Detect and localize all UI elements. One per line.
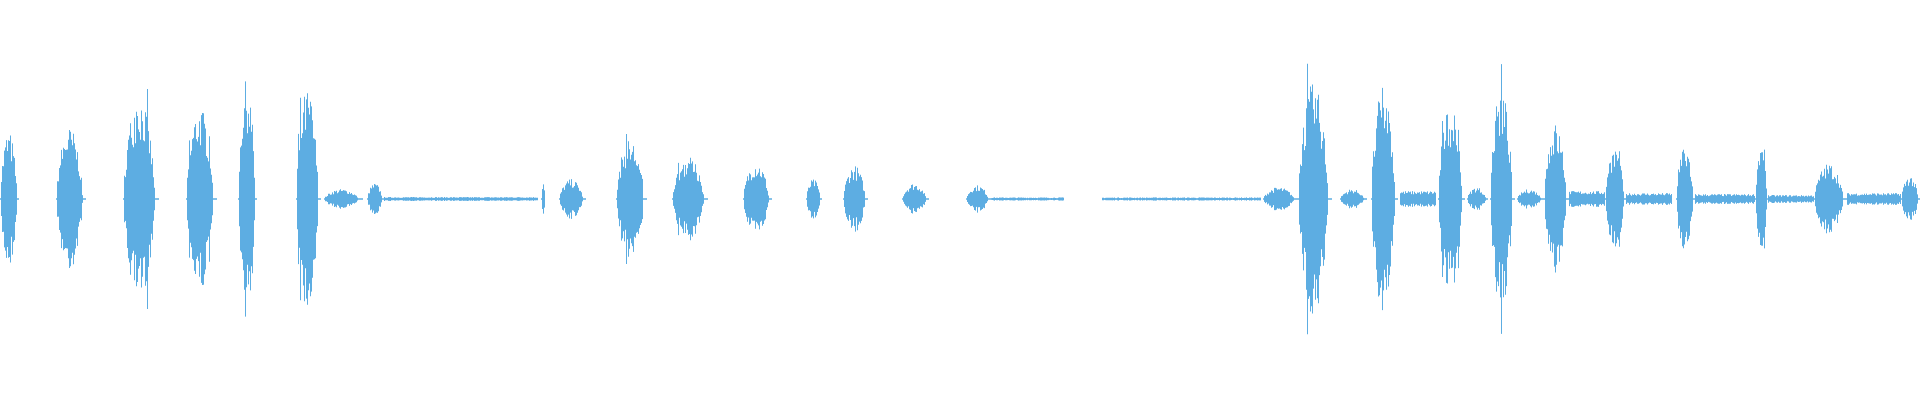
waveform-segment [541, 184, 545, 214]
waveform-bar [1400, 191, 1436, 207]
waveform-segment [616, 134, 647, 264]
waveform-bar [559, 179, 586, 219]
waveform-bar [1626, 193, 1672, 205]
waveform-segment [186, 113, 217, 285]
waveform-segment [296, 93, 321, 305]
waveform-bar [367, 184, 384, 214]
waveform-bar [843, 166, 868, 232]
waveform-segment [1626, 193, 1672, 205]
waveform-bar [1605, 151, 1626, 247]
waveform-segment [1605, 151, 1626, 247]
waveform-bars [0, 63, 1920, 335]
waveform-segment [1340, 189, 1367, 209]
waveform-segment [1569, 191, 1605, 207]
waveform-bar [902, 184, 929, 214]
waveform-segment [966, 185, 991, 213]
waveform-bar [806, 179, 822, 219]
waveform-segment [1490, 64, 1515, 334]
waveform-bar [1569, 191, 1605, 207]
waveform-bar [1490, 64, 1515, 334]
waveform-bar [324, 189, 363, 209]
waveform-bar [123, 89, 159, 309]
waveform-segment [1400, 191, 1436, 207]
waveform-segment [1102, 197, 1261, 201]
waveform-segment [1676, 149, 1695, 249]
waveform-segment [843, 166, 868, 232]
waveform-bar [1263, 187, 1298, 211]
waveform-segment [902, 184, 929, 214]
waveform-segment [1544, 125, 1569, 273]
waveform-bar [1467, 188, 1488, 210]
waveform-segment [672, 157, 708, 241]
waveform-bar [672, 157, 708, 241]
waveform-segment [1847, 193, 1901, 205]
waveform-bar [1298, 63, 1332, 335]
waveform-segment [1263, 187, 1298, 211]
waveform-segment [324, 189, 363, 209]
waveform-bar [1371, 87, 1398, 311]
waveform-bar [1755, 149, 1768, 249]
waveform-bar [296, 93, 321, 305]
waveform-segment [559, 179, 586, 219]
waveform-segment [238, 81, 257, 317]
waveform-bar [966, 185, 991, 213]
waveform-bar [616, 134, 647, 264]
waveform-bar [1438, 114, 1465, 284]
waveform-segment [1901, 178, 1920, 220]
waveform-segment [991, 197, 1064, 201]
waveform-segment [367, 184, 384, 214]
waveform-segment [1695, 194, 1755, 204]
waveform-segment [1438, 114, 1465, 284]
waveform-bar [1814, 164, 1847, 234]
waveform-bar [541, 184, 545, 214]
waveform-bar [1901, 178, 1920, 220]
waveform-segment [743, 168, 772, 230]
waveform-segment [384, 197, 538, 201]
waveform-segment [1517, 189, 1544, 209]
waveform-bar [1340, 189, 1367, 209]
waveform-segment [1768, 195, 1814, 203]
waveform-bar [1517, 189, 1544, 209]
waveform-bar [1676, 149, 1695, 249]
waveform-bar [991, 197, 1064, 201]
waveform-bar [1544, 125, 1569, 273]
waveform-bar [56, 130, 86, 268]
waveform-bar [1768, 195, 1814, 203]
waveform-segment [1371, 87, 1398, 311]
waveform-segment [1814, 164, 1847, 234]
waveform-bar [1695, 194, 1755, 204]
waveform-bar [743, 168, 772, 230]
waveform-segment [56, 130, 86, 268]
waveform-bar [1847, 193, 1901, 205]
waveform-segment [123, 89, 159, 309]
waveform-segment [806, 179, 822, 219]
waveform-segment [1755, 149, 1768, 249]
waveform-bar [1102, 197, 1261, 201]
waveform-segment [1467, 188, 1488, 210]
waveform-bar [384, 197, 538, 201]
waveform-bar [238, 81, 257, 317]
waveform-segment [0, 135, 19, 263]
waveform-bar [0, 135, 19, 263]
waveform-bar [186, 113, 217, 285]
waveform-segment [1298, 63, 1332, 335]
